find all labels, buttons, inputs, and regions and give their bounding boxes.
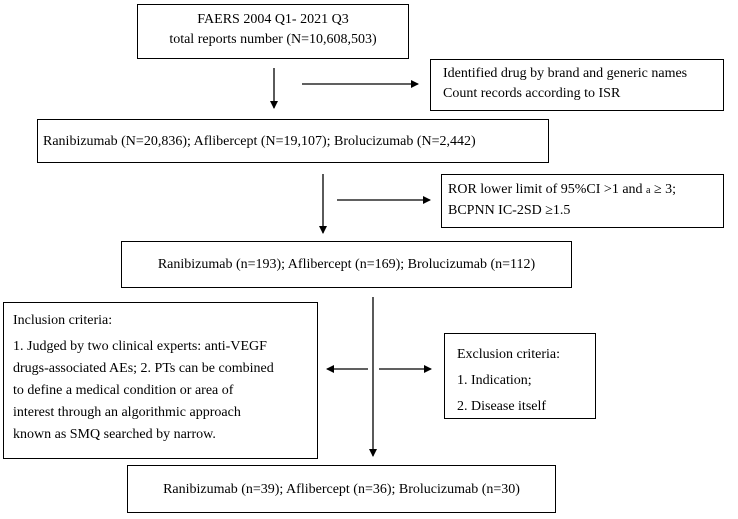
inclusion-line-5: known as SMQ searched by narrow. <box>13 427 216 442</box>
start-line-2: total reports number (N=10,608,503) <box>169 32 377 47</box>
identification-note-line-2: Count records according to ISR <box>443 86 621 101</box>
inclusion-line-4: interest through an algorithmic approach <box>13 405 241 420</box>
identification-note-line-1: Identified drug by brand and generic nam… <box>443 66 688 81</box>
identification-note-box: Identified drug by brand and generic nam… <box>430 59 724 111</box>
stage1-counts: Ranibizumab (N=20,836); Aflibercept (N=1… <box>43 134 476 149</box>
exclusion-title: Exclusion criteria: <box>457 347 561 362</box>
inclusion-line-1: 1. Judged by two clinical experts: anti-… <box>13 339 267 354</box>
stage2-box: Ranibizumab (n=193); Aflibercept (n=169)… <box>121 241 572 288</box>
signal-criteria-line-2: BCPNN IC-2SD ≥1.5 <box>448 203 571 218</box>
final-counts: Ranibizumab (n=39); Aflibercept (n=36); … <box>163 482 520 497</box>
start-box: FAERS 2004 Q1- 2021 Q3 total reports num… <box>137 4 409 59</box>
inclusion-line-2: drugs-associated AEs; 2. PTs can be comb… <box>13 361 274 376</box>
signal-criteria-line-1: ROR lower limit of 95%CI >1 and a ≥ 3; <box>448 182 677 197</box>
exclusion-item-1: 1. Indication; <box>457 373 532 388</box>
inclusion-line-3: to define a medical condition or area of <box>13 383 234 398</box>
inclusion-criteria-box: Inclusion criteria: 1. Judged by two cli… <box>3 302 318 459</box>
stage2-counts: Ranibizumab (n=193); Aflibercept (n=169)… <box>157 257 536 272</box>
final-box: Ranibizumab (n=39); Aflibercept (n=36); … <box>127 465 556 513</box>
stage1-box: Ranibizumab (N=20,836); Aflibercept (N=1… <box>37 119 549 163</box>
signal-criteria-note-box: ROR lower limit of 95%CI >1 and a ≥ 3; B… <box>441 174 724 228</box>
exclusion-item-2: 2. Disease itself <box>457 399 547 414</box>
start-line-1: FAERS 2004 Q1- 2021 Q3 <box>197 12 349 27</box>
exclusion-criteria-box: Exclusion criteria: 1. Indication; 2. Di… <box>444 333 596 419</box>
inclusion-title: Inclusion criteria: <box>13 313 113 328</box>
